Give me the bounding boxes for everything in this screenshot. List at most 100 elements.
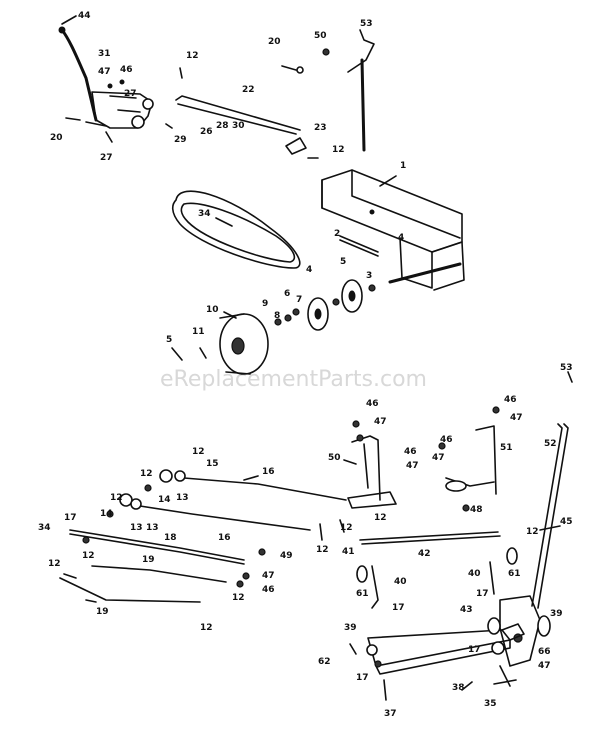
- part-label: 23: [314, 123, 327, 133]
- part-label: 4: [398, 233, 404, 243]
- leader-lines: [61, 15, 561, 691]
- part-label: 12: [332, 145, 345, 155]
- part-label: 7: [296, 295, 302, 305]
- part-label: 12: [200, 623, 213, 633]
- part-label: 61: [356, 589, 369, 599]
- part-label: 20: [50, 133, 63, 143]
- part-label: 49: [280, 551, 293, 561]
- part-label: 44: [78, 11, 91, 21]
- part-label: 9: [262, 299, 268, 309]
- part-label: 12: [192, 447, 205, 457]
- part-label: 1: [400, 161, 406, 171]
- part-label: 12: [110, 493, 123, 503]
- part-label: 47: [406, 461, 419, 471]
- part-label: 35: [484, 699, 497, 709]
- mounting-frame: [321, 169, 465, 291]
- part-label: 19: [142, 555, 155, 565]
- part-label: 40: [394, 577, 407, 587]
- part-label: 12: [374, 513, 387, 523]
- part-label: 10: [206, 305, 219, 315]
- part-label: 12: [232, 593, 245, 603]
- lower-right-brackets: [347, 406, 500, 512]
- part-label: 12: [48, 559, 61, 569]
- part-label: 47: [262, 571, 275, 581]
- part-label: 12: [82, 551, 95, 561]
- part-label: 42: [418, 549, 431, 559]
- part-label: 17: [392, 603, 405, 613]
- part-label: 13: [146, 523, 159, 533]
- lower-rods: [59, 469, 518, 635]
- part-label: 46: [404, 447, 417, 457]
- part-label: 38: [452, 683, 465, 693]
- part-label: 11: [192, 327, 205, 337]
- part-label: 6: [284, 289, 290, 299]
- part-label: 16: [262, 467, 275, 477]
- main-lever: [499, 371, 573, 667]
- shift-lever-assembly: [58, 26, 154, 143]
- part-label: 3: [366, 271, 372, 281]
- part-label: 12: [186, 51, 199, 61]
- part-label: 13: [176, 493, 189, 503]
- part-label: 12: [526, 527, 539, 537]
- part-label: 12: [140, 469, 153, 479]
- part-label: 37: [384, 709, 397, 719]
- part-label: 47: [538, 661, 551, 671]
- part-label: 40: [468, 569, 481, 579]
- part-label: 26: [200, 127, 213, 137]
- part-label: 14: [158, 495, 171, 505]
- part-label: 17: [356, 673, 369, 683]
- part-label: 17: [476, 589, 489, 599]
- part-label: 53: [560, 363, 573, 373]
- part-label: 28: [216, 121, 229, 131]
- part-label: 47: [374, 417, 387, 427]
- part-label: 66: [538, 647, 551, 657]
- part-label: 53: [360, 19, 373, 29]
- part-label: 39: [344, 623, 357, 633]
- part-label: 17: [468, 645, 481, 655]
- part-label: 27: [100, 153, 113, 163]
- part-label: 46: [504, 395, 517, 405]
- part-label: 2: [334, 229, 340, 239]
- part-label: 19: [96, 607, 109, 617]
- part-label: 39: [550, 609, 563, 619]
- part-label: 61: [508, 569, 521, 579]
- part-label: 47: [432, 453, 445, 463]
- part-label: 46: [262, 585, 275, 595]
- part-label: 46: [440, 435, 453, 445]
- pulley-clutch-assembly: [171, 279, 376, 375]
- part-label: 22: [242, 85, 255, 95]
- part-label: 62: [318, 657, 331, 667]
- part-number-labels: 44 31 47 46 27 20 27 12 20 50 53 22 26 2…: [38, 11, 573, 719]
- part-label: 17: [64, 513, 77, 523]
- part-label: 13: [130, 523, 143, 533]
- part-label: 45: [560, 517, 573, 527]
- part-label: 5: [166, 335, 172, 345]
- part-label: 46: [120, 65, 133, 75]
- part-label: 34: [38, 523, 51, 533]
- part-label: 16: [218, 533, 231, 543]
- part-label: 27: [124, 89, 137, 99]
- part-label: 41: [342, 547, 355, 557]
- part-label: 50: [314, 31, 327, 41]
- part-label: 14: [100, 509, 113, 519]
- watermark-text: eReplacementParts.com: [160, 367, 427, 392]
- part-label: 8: [274, 311, 280, 321]
- part-label: 51: [500, 443, 513, 453]
- part-label: 50: [328, 453, 341, 463]
- part-label: 34: [198, 209, 211, 219]
- part-label: 20: [268, 37, 281, 47]
- part-label: 18: [164, 533, 177, 543]
- part-label: 47: [510, 413, 523, 423]
- part-label: 31: [98, 49, 111, 59]
- part-label: 4: [306, 265, 312, 275]
- part-label: 5: [340, 257, 346, 267]
- part-label: 29: [174, 135, 187, 145]
- part-label: 15: [206, 459, 219, 469]
- lift-base-frame: [349, 623, 525, 701]
- part-label: 47: [98, 67, 111, 77]
- part-label: 48: [470, 505, 483, 515]
- control-rod-group-top: [165, 29, 375, 159]
- part-label: 46: [366, 399, 379, 409]
- part-label: 12: [316, 545, 329, 555]
